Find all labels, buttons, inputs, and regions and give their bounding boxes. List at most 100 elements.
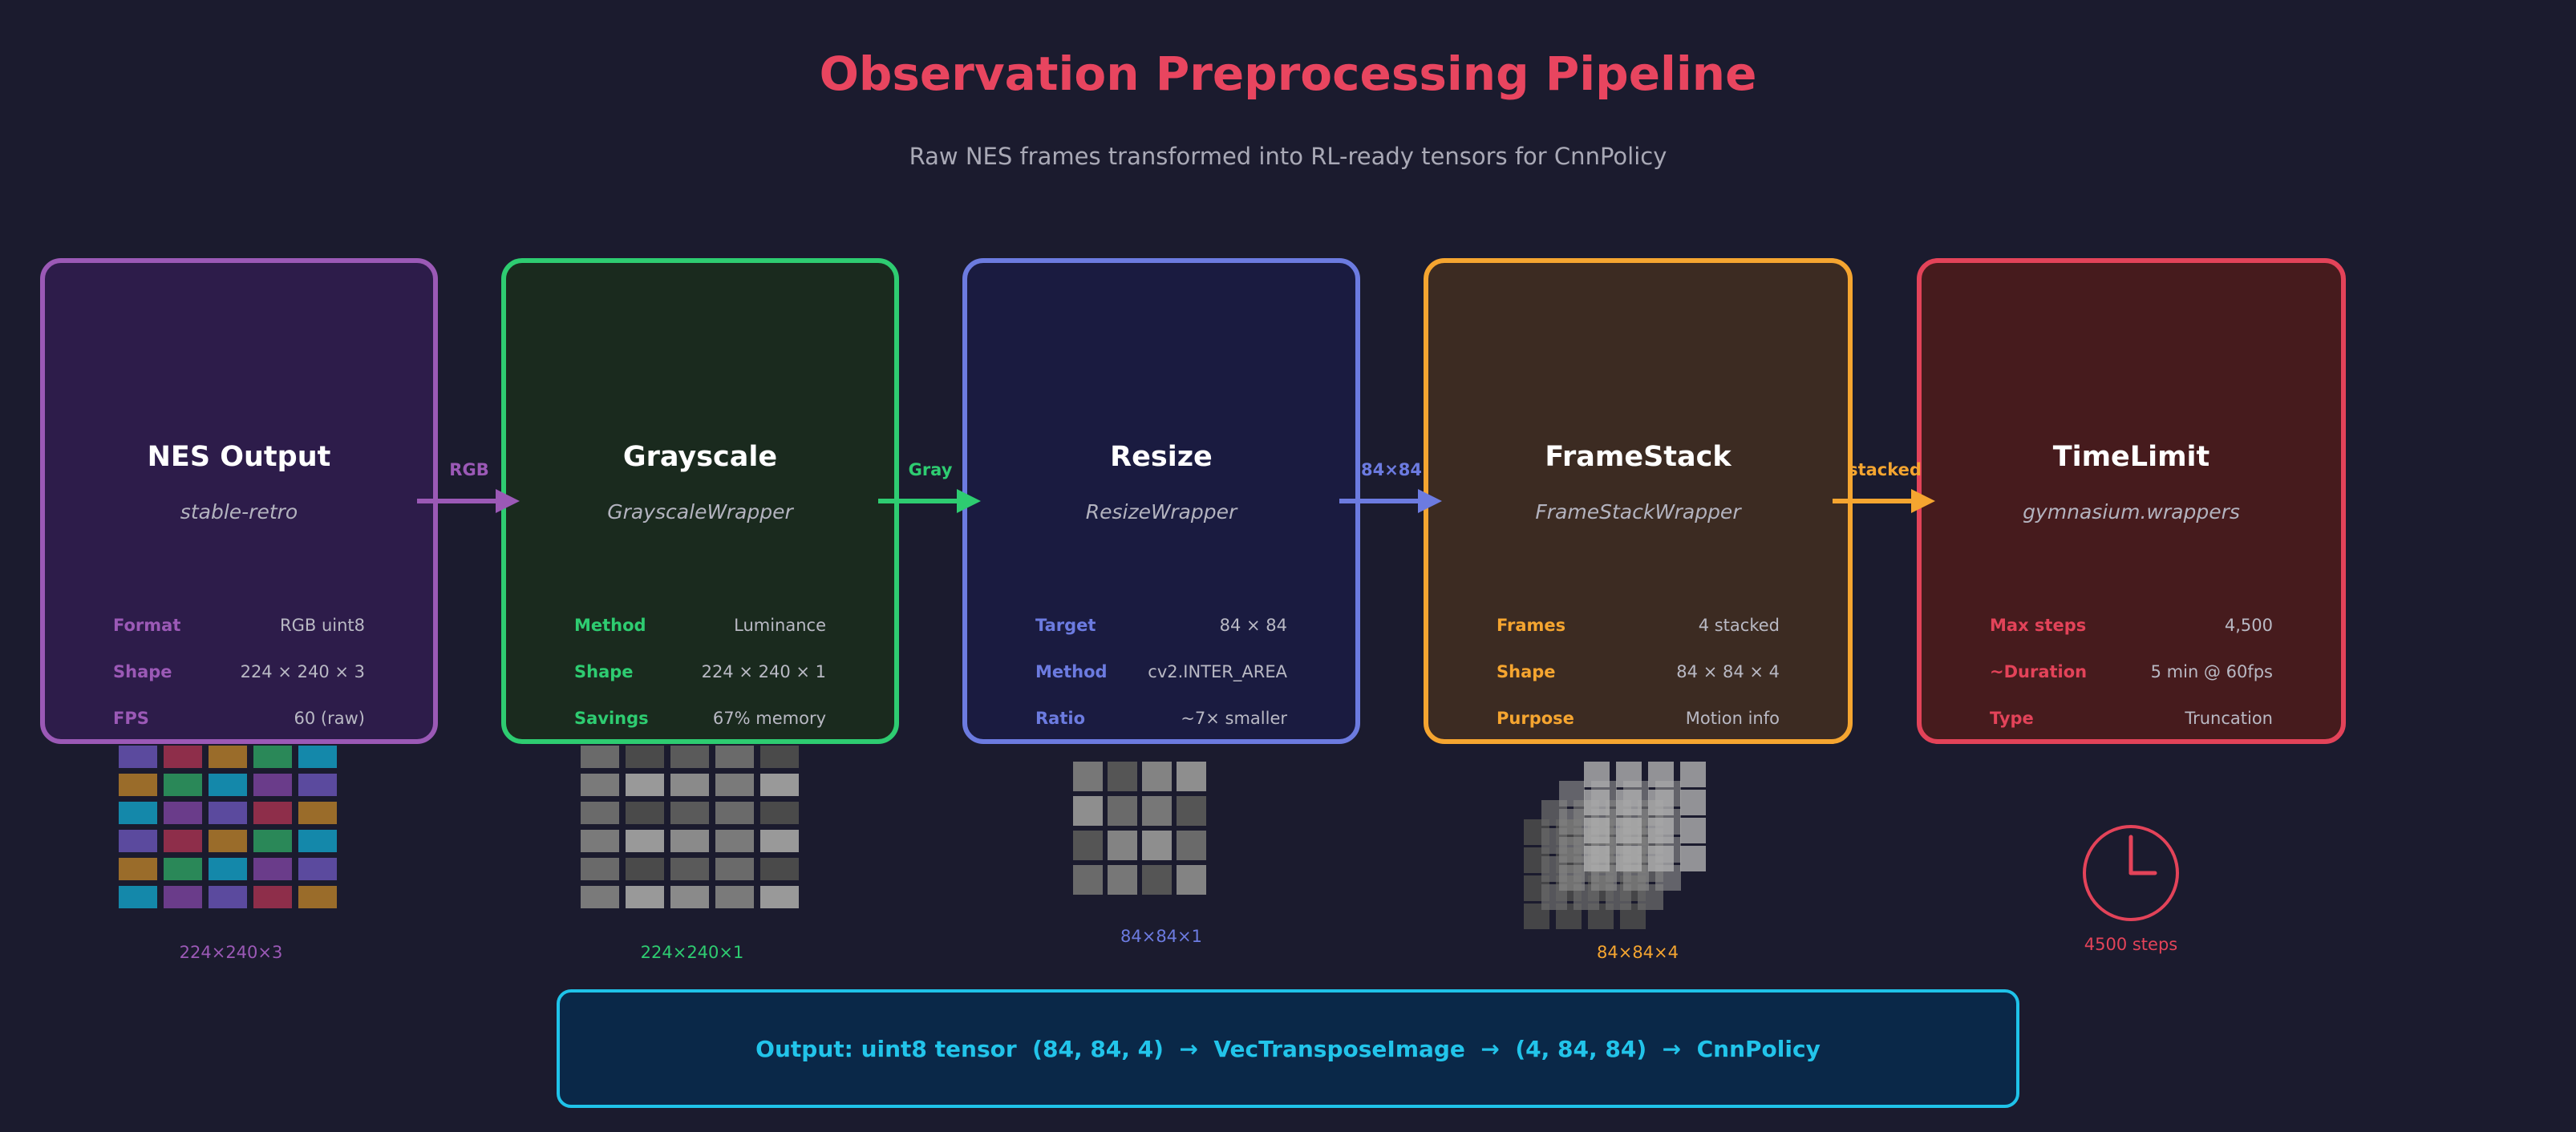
stage-subtitle: ResizeWrapper [1085, 500, 1237, 524]
arrow-label-stacked: stacked [1848, 460, 1922, 479]
pixel-tile [1584, 790, 1610, 815]
pixel-tile [253, 858, 292, 880]
pixel-tile [670, 746, 709, 768]
stage-subtitle: stable-retro [180, 500, 298, 524]
pixel-tile [1108, 796, 1137, 826]
pixel-tile [1108, 831, 1137, 860]
pixel-tile [1616, 818, 1642, 843]
pixel-tile [119, 830, 157, 852]
arrow-label-rgb: RGB [449, 460, 489, 479]
row-key: Frames [1497, 616, 1566, 635]
pixel-tile [1680, 818, 1706, 843]
row-key: Method [574, 616, 646, 635]
row-value: 84 × 84 × 4 [1676, 662, 1780, 681]
pixel-tile [1073, 865, 1103, 895]
pixel-tile [715, 802, 754, 824]
pixel-tile [1616, 790, 1642, 815]
pixel-tile [164, 858, 202, 880]
pixel-tile [1559, 837, 1585, 863]
pixel-tile [1177, 831, 1206, 860]
arrow-gray [878, 489, 981, 513]
row-value: 4,500 [2224, 616, 2273, 635]
stage-title: Resize [1110, 441, 1213, 473]
row-key: Shape [1497, 662, 1556, 681]
pixel-tile [119, 774, 157, 796]
row-value: 4 stacked [1698, 616, 1780, 635]
pixel-tile [1680, 762, 1706, 787]
row-key: ~Duration [1990, 662, 2088, 681]
row-value: 224 × 240 × 1 [701, 662, 826, 681]
pixel-tile [1177, 796, 1206, 826]
row-value: 67% memory [712, 709, 826, 728]
pixel-tile [715, 746, 754, 768]
pixel-tile [209, 774, 247, 796]
pixel-tile [1073, 796, 1103, 826]
pixel-tile [760, 886, 799, 908]
row-key: Shape [574, 662, 634, 681]
rgb-grid-icon [119, 746, 338, 911]
pixel-tile [715, 774, 754, 796]
pixel-tile [760, 774, 799, 796]
row-value: cv2.INTER_AREA [1148, 662, 1287, 681]
pixel-tile [1108, 762, 1137, 791]
pixel-tile [298, 774, 337, 796]
pixel-tile [253, 802, 292, 824]
arrow-label-gray: Gray [908, 460, 953, 479]
clock-icon [2083, 825, 2179, 921]
stage-subtitle: GrayscaleWrapper [607, 500, 793, 524]
pixel-tile [164, 802, 202, 824]
pixel-tile [1142, 831, 1172, 860]
pixel-tile [1680, 790, 1706, 815]
viz-label-stack: 84×84×4 [1597, 943, 1679, 962]
pixel-tile [119, 802, 157, 824]
page-subtitle: Raw NES frames transformed into RL-ready… [909, 143, 1667, 170]
row-key: Method [1035, 662, 1108, 681]
pixel-tile [581, 774, 619, 796]
viz-label-resize: 84×84×1 [1120, 927, 1202, 946]
output-text: Output: uint8 tensor (84, 84, 4) → VecTr… [755, 1035, 1821, 1062]
pixel-tile [1559, 781, 1585, 807]
pixel-tile [253, 886, 292, 908]
arrow-rgb [417, 489, 520, 513]
row-value: 5 min @ 60fps [2150, 662, 2273, 681]
stage-title: TimeLimit [2052, 441, 2210, 473]
pixel-tile [1584, 762, 1610, 787]
viz-label-gray: 224×240×1 [640, 943, 744, 962]
stage-subtitle: FrameStackWrapper [1535, 500, 1741, 524]
pixel-tile [253, 830, 292, 852]
page-title: Observation Preprocessing Pipeline [819, 46, 1757, 101]
row-key: Purpose [1497, 709, 1574, 728]
pixel-tile [760, 830, 799, 852]
pixel-tile [626, 746, 664, 768]
row-value: Luminance [734, 616, 826, 635]
pixel-tile [298, 886, 337, 908]
pixel-tile [1177, 762, 1206, 791]
pixel-tile [253, 774, 292, 796]
pixel-tile [164, 830, 202, 852]
pixel-tile [670, 830, 709, 852]
pixel-tile [253, 746, 292, 768]
pixel-tile [209, 858, 247, 880]
pixel-tile [670, 774, 709, 796]
pixel-tile [670, 802, 709, 824]
pixel-tile [209, 886, 247, 908]
pixel-tile [581, 802, 619, 824]
pixel-tile [298, 858, 337, 880]
row-value: Truncation [2185, 709, 2273, 728]
pixel-tile [1177, 865, 1206, 895]
pixel-tile [119, 746, 157, 768]
pixel-tile [1616, 762, 1642, 787]
pixel-tile [581, 858, 619, 880]
pixel-tile [1142, 796, 1172, 826]
arrow-stacked [1833, 489, 1935, 513]
pixel-tile [626, 858, 664, 880]
pixel-tile [1073, 831, 1103, 860]
pixel-tile [1559, 865, 1585, 891]
pixel-tile [1616, 846, 1642, 871]
row-value: 84 × 84 [1219, 616, 1287, 635]
pixel-tile [119, 858, 157, 880]
